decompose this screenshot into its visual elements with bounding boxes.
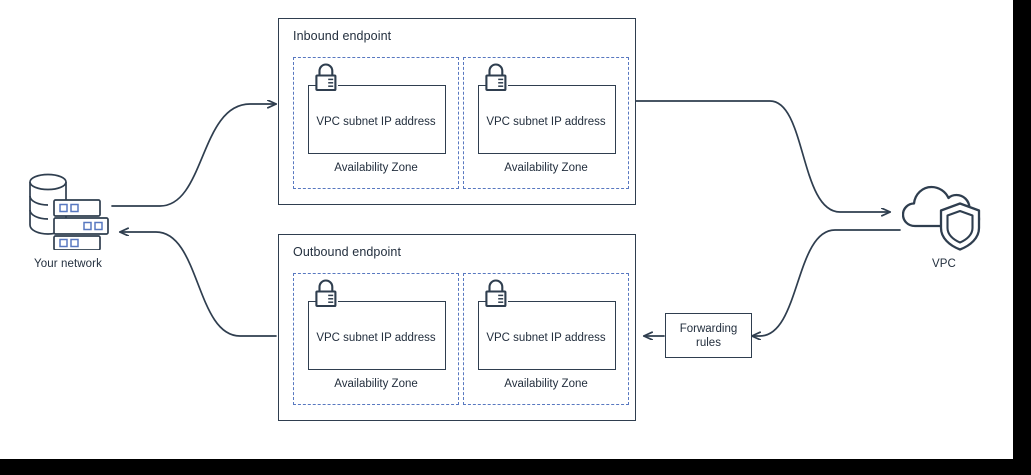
padlock-icon: [483, 279, 509, 311]
diagram-canvas: Your network VPC Inbound endpoint: [0, 0, 1013, 459]
outbound-availability-zone-2-label: Availability Zone: [504, 378, 588, 390]
your-network-label: Your network: [34, 258, 102, 270]
inbound-subnet-1: [308, 85, 446, 154]
outbound-endpoint-box: Outbound endpoint VPC subnet IP address …: [278, 234, 636, 421]
outbound-subnet-1: [308, 301, 446, 370]
inbound-availability-zone-1-label: Availability Zone: [334, 162, 418, 174]
connector-network-to-inbound: [111, 104, 276, 207]
network-server-database-icon: [26, 172, 110, 251]
outbound-subnet-2: [478, 301, 616, 370]
forwarding-rules-box: Forwarding rules: [665, 313, 752, 358]
inbound-subnet-2: [478, 85, 616, 154]
outbound-availability-zone-2: VPC subnet IP address Availability Zone: [463, 273, 629, 405]
connector-vpc-to-forwarding: [752, 229, 901, 336]
vpc-label: VPC: [932, 258, 956, 270]
outbound-availability-zone-1: VPC subnet IP address Availability Zone: [293, 273, 459, 405]
inbound-availability-zone-1: VPC subnet IP address Availability Zone: [293, 57, 459, 189]
outbound-endpoint-title: Outbound endpoint: [293, 245, 402, 259]
inbound-subnet-1-text: VPC subnet IP address: [316, 116, 436, 128]
padlock-icon: [313, 279, 339, 311]
padlock-icon: [483, 63, 509, 95]
connector-outbound-to-network: [120, 232, 277, 337]
inbound-endpoint-title: Inbound endpoint: [293, 29, 392, 43]
vpc-cloud-shield-icon: [901, 178, 986, 252]
inbound-endpoint-box: Inbound endpoint VPC subnet IP address A…: [278, 18, 636, 205]
inbound-availability-zone-2: VPC subnet IP address Availability Zone: [463, 57, 629, 189]
outbound-subnet-2-text: VPC subnet IP address: [486, 332, 606, 344]
inbound-subnet-2-text: VPC subnet IP address: [486, 116, 606, 128]
padlock-icon: [313, 63, 339, 95]
connector-inbound-to-vpc: [635, 100, 890, 212]
outbound-subnet-1-text: VPC subnet IP address: [316, 332, 436, 344]
inbound-availability-zone-2-label: Availability Zone: [504, 162, 588, 174]
outbound-availability-zone-1-label: Availability Zone: [334, 378, 418, 390]
